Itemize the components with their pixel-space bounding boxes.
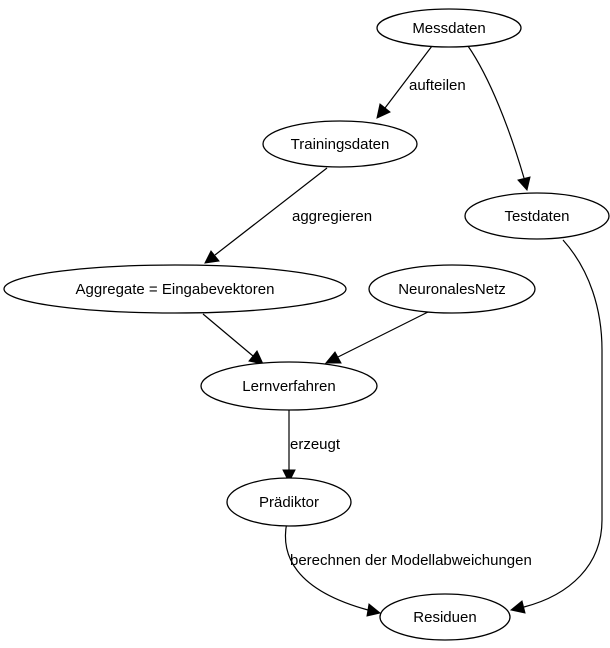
edge-trainingsdaten-aggregate	[204, 167, 328, 264]
node-label-lernverfahren: Lernverfahren	[242, 378, 335, 395]
edge-messdaten-trainingsdaten	[376, 45, 433, 119]
node-testdaten: Testdaten	[464, 192, 610, 240]
edge-testdaten-residuen	[509, 239, 603, 614]
node-praediktor: Prädiktor	[226, 477, 352, 527]
edge-label-modellabweichungen: berechnen der Modellabweichungen	[290, 552, 532, 569]
edge-praediktor-residuen	[284, 521, 382, 617]
node-label-trainingsdaten: Trainingsdaten	[291, 136, 390, 153]
node-aggregate: Aggregate = Eingabevektoren	[3, 264, 347, 314]
edge-label-aggregieren: aggregieren	[292, 208, 372, 225]
edge-neuronales-netz-lernverfahren	[324, 311, 429, 364]
node-neuronales-netz: NeuronalesNetz	[368, 264, 536, 314]
node-label-testdaten: Testdaten	[504, 208, 569, 225]
node-label-neuronales-netz: NeuronalesNetz	[398, 281, 506, 298]
edge-aggregate-lernverfahren	[202, 313, 264, 365]
node-messdaten: Messdaten	[376, 8, 522, 48]
edge-messdaten-testdaten	[467, 45, 531, 192]
node-trainingsdaten: Trainingsdaten	[262, 120, 418, 168]
node-residuen: Residuen	[379, 593, 511, 641]
edge-label-aufteilen: aufteilen	[409, 77, 466, 94]
edge-label-erzeugt: erzeugt	[290, 436, 341, 453]
node-lernverfahren: Lernverfahren	[200, 361, 378, 411]
node-label-praediktor: Prädiktor	[259, 494, 319, 511]
edge-lernverfahren-praediktor	[282, 410, 296, 484]
node-label-residuen: Residuen	[413, 609, 476, 626]
node-label-aggregate: Aggregate = Eingabevektoren	[76, 281, 275, 298]
node-label-messdaten: Messdaten	[412, 20, 485, 37]
